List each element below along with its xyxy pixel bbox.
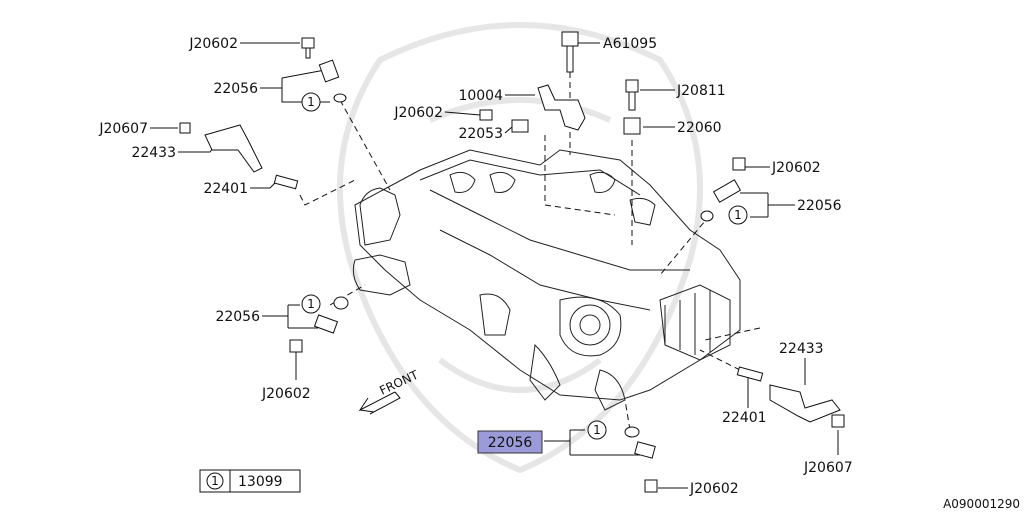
- label-22053[interactable]: 22053: [458, 126, 503, 142]
- spark-plug-22401-left: [273, 174, 299, 190]
- parts-group: [179, 31, 845, 493]
- label-a61095[interactable]: A61095: [603, 36, 657, 52]
- marker-right: 1: [728, 205, 748, 225]
- label-22401-right[interactable]: 22401: [722, 410, 767, 426]
- bolt-j20811: [625, 79, 639, 111]
- label-22060[interactable]: 22060: [677, 120, 722, 136]
- marker-top-left: 1: [301, 92, 321, 112]
- bolt-j20607-right: [831, 414, 845, 428]
- bolt-j20602-bottomleft: [289, 339, 303, 353]
- label-j20811[interactable]: J20811: [676, 83, 726, 99]
- label-j20602-mid[interactable]: J20602: [393, 105, 443, 121]
- label-j20602-bottom[interactable]: J20602: [689, 481, 739, 497]
- highlight-box: [477, 430, 543, 454]
- bolt-j20602-top: [301, 37, 315, 59]
- bolt-a61095: [561, 31, 579, 73]
- label-22056-right[interactable]: 22056: [797, 198, 842, 214]
- marker-mid-left: 1: [301, 294, 321, 314]
- svg-text:1: 1: [307, 297, 315, 311]
- bolt-j20602-right: [732, 157, 746, 171]
- sensor-22056-highlighted: [624, 426, 656, 459]
- circle-markers: 1 1 1 1: [301, 92, 748, 440]
- ignition-coil-22433-right: [769, 384, 841, 423]
- sensor-22056-top: [318, 59, 347, 103]
- label-22056-top-left[interactable]: 22056: [213, 81, 258, 97]
- engine-block: [352, 149, 741, 411]
- svg-text:1: 1: [307, 95, 315, 109]
- sensor-22060: [623, 117, 641, 135]
- watermark-logo: [337, 22, 703, 474]
- diagram-code: A090001290: [943, 497, 1020, 511]
- front-arrow: FRONT: [358, 367, 421, 415]
- label-22056-highlighted[interactable]: 22056: [488, 435, 533, 451]
- bracket-10004: [537, 84, 586, 131]
- label-j20607-right[interactable]: J20607: [803, 460, 853, 476]
- label-22433-right[interactable]: 22433: [779, 341, 824, 357]
- label-22433-left[interactable]: 22433: [131, 145, 176, 161]
- label-j20602-bottom-left[interactable]: J20602: [261, 386, 311, 402]
- sensor-22056-midleft: [313, 296, 349, 334]
- label-j20602-right[interactable]: J20602: [771, 160, 821, 176]
- bolt-j20607-left: [179, 122, 191, 134]
- svg-text:1: 1: [593, 423, 601, 437]
- label-j20602-top-left[interactable]: J20602: [188, 36, 238, 52]
- sensor-22053: [511, 119, 529, 133]
- label-10004[interactable]: 10004: [458, 88, 503, 104]
- bolt-j20602-mid: [479, 109, 493, 121]
- legend: 1 13099: [199, 469, 301, 493]
- part-labels: J20602 22056 J20607 22433 22401 A61095 1…: [98, 36, 852, 497]
- sensor-22056-right: [700, 179, 742, 222]
- legend-part-number[interactable]: 13099: [238, 474, 283, 490]
- label-22056-mid-left[interactable]: 22056: [215, 309, 260, 325]
- legend-marker: 1: [211, 474, 219, 488]
- label-22401-left[interactable]: 22401: [203, 181, 248, 197]
- ignition-coil-22433-left: [204, 124, 263, 173]
- svg-text:1: 1: [734, 208, 742, 222]
- label-j20607-left[interactable]: J20607: [98, 121, 148, 137]
- marker-bottom: 1: [587, 420, 607, 440]
- bolt-j20602-bottom: [644, 479, 658, 493]
- spark-plug-22401-right: [736, 366, 764, 382]
